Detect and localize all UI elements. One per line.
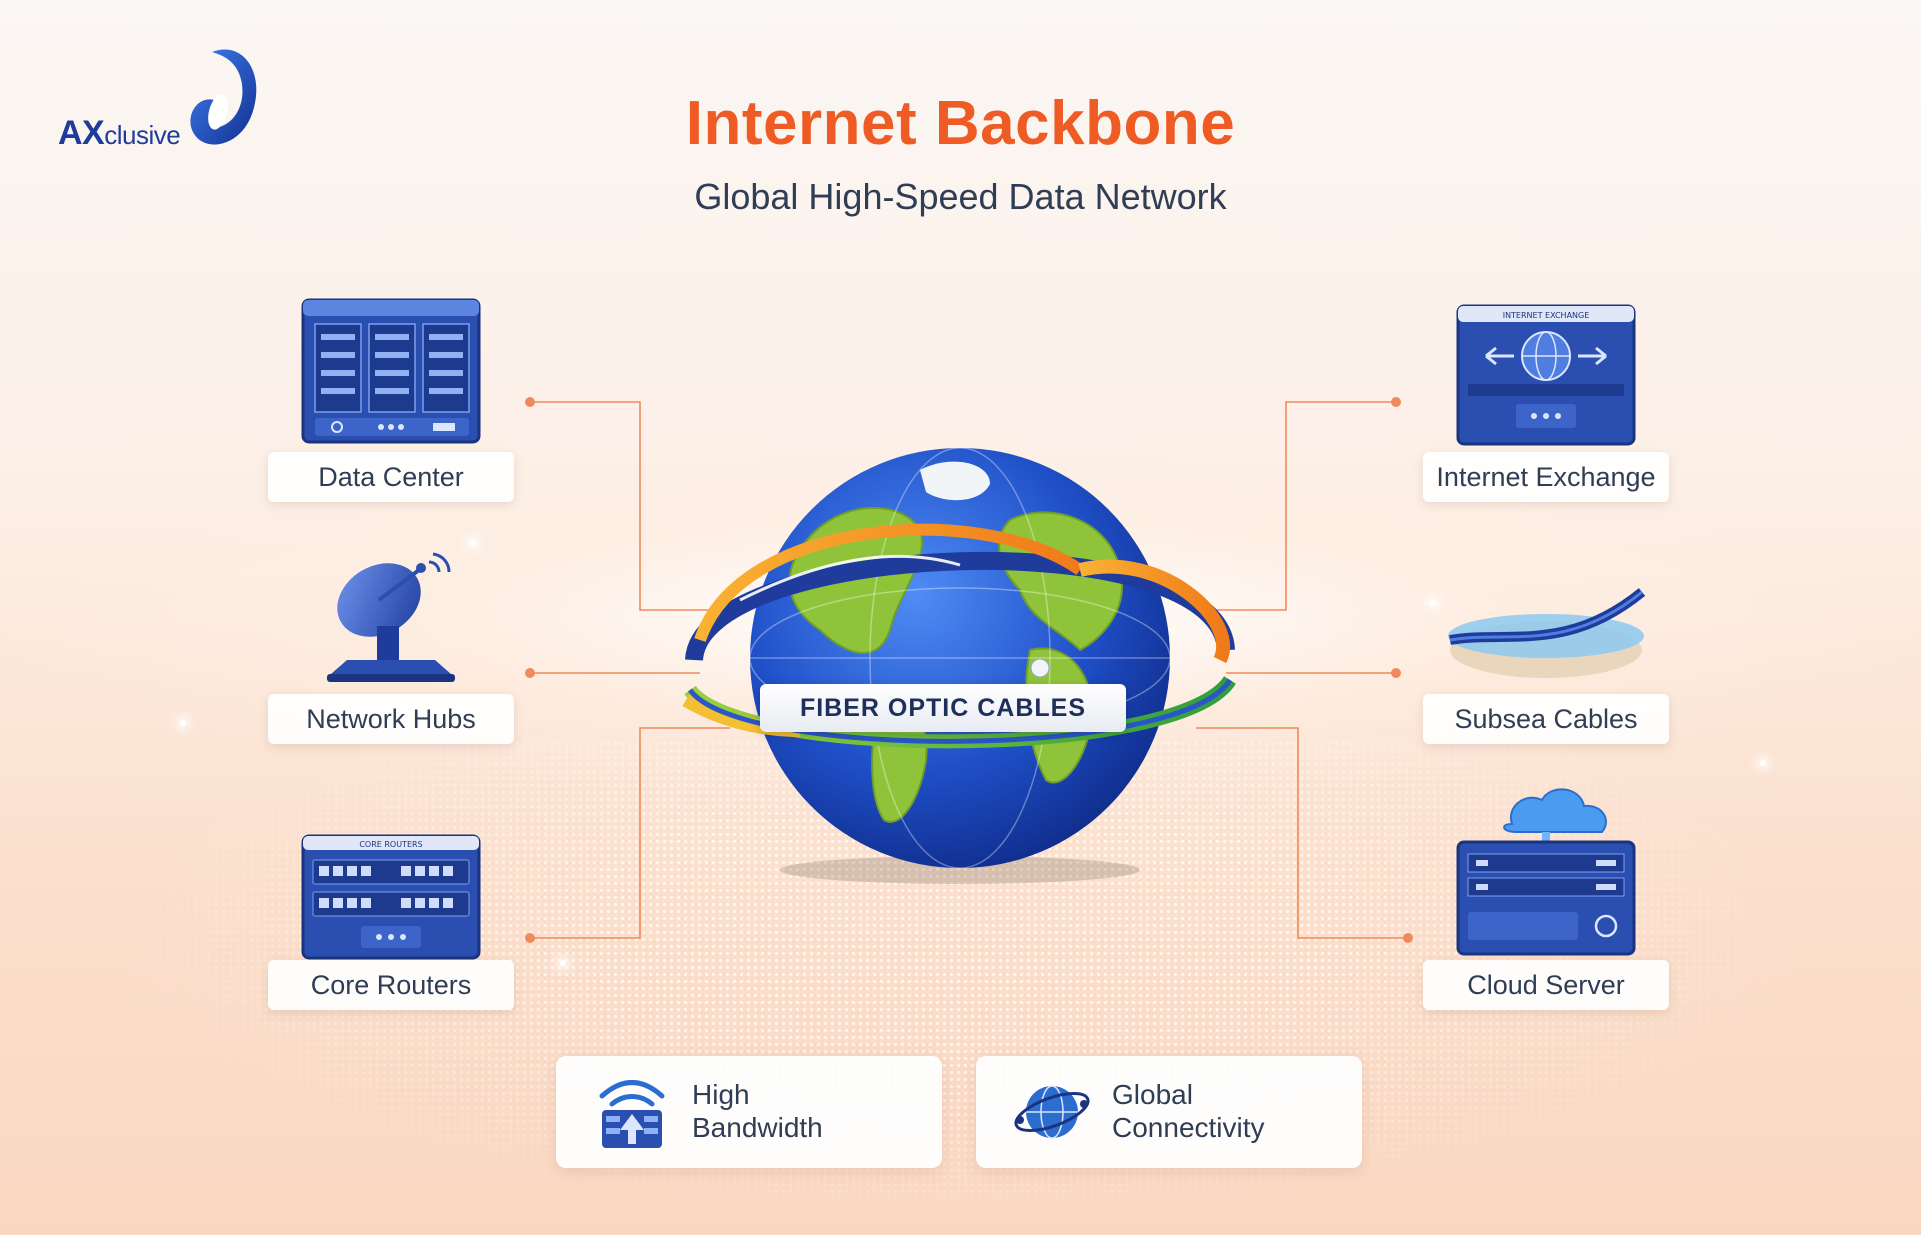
node-label: Cloud Server [1423, 960, 1669, 1010]
node-internet-exchange[interactable]: INTERNET EXCHANGE Internet Exchange [1423, 304, 1669, 504]
node-core-routers[interactable]: CORE ROUTERS Core Routers [268, 834, 514, 1012]
exchange-panel-text: INTERNET EXCHANGE [1503, 311, 1590, 320]
connector-dot [525, 668, 535, 678]
connector-internet-exchange [1196, 401, 1396, 611]
connector-dot [525, 933, 535, 943]
subsea-cable-icon [1448, 588, 1646, 688]
connector-cloud-server [1196, 727, 1408, 939]
globe-with-fiber-rings-icon [682, 447, 1236, 884]
page-title: Internet Backbone [685, 89, 1236, 158]
connector-dot [1391, 668, 1401, 678]
node-cloud-server[interactable]: Cloud Server [1423, 780, 1669, 1012]
cloud-server-icon [1456, 780, 1636, 956]
connector-core-routers [530, 727, 730, 939]
connector-data-center [530, 401, 730, 611]
connector-dot [1403, 933, 1413, 943]
router-chassis-icon: CORE ROUTERS [301, 834, 481, 960]
node-label: Core Routers [268, 960, 514, 1010]
brand-swirl-icon [190, 49, 257, 145]
page-subtitle: Global High-Speed Data Network [694, 176, 1227, 217]
node-data-center[interactable]: Data Center [268, 298, 514, 504]
exchange-device-icon: INTERNET EXCHANGE [1456, 304, 1636, 454]
router-panel-text: CORE ROUTERS [359, 840, 422, 849]
node-label: Internet Exchange [1423, 452, 1669, 502]
node-network-hubs[interactable]: Network Hubs [268, 548, 514, 746]
fiber-optic-label: FIBER OPTIC CABLES [760, 684, 1126, 732]
satellite-dish-icon [301, 548, 481, 698]
globe-connectivity-icon [1012, 1074, 1092, 1150]
node-label: Subsea Cables [1423, 694, 1669, 744]
node-label: Data Center [268, 452, 514, 502]
brand-logo[interactable]: AXclusive [58, 44, 258, 154]
sparkle [180, 720, 186, 726]
server-rack-icon [301, 298, 481, 448]
sparkle [560, 960, 566, 966]
connector-dot [525, 397, 535, 407]
node-subsea-cables[interactable]: Subsea Cables [1423, 588, 1669, 746]
brand-wordmark: AXclusive [58, 114, 181, 152]
sparkle [1430, 600, 1436, 606]
sparkle [470, 540, 476, 546]
central-globe [680, 400, 1240, 900]
connector-dot [1391, 397, 1401, 407]
sparkle [1760, 760, 1766, 766]
bandwidth-icon [592, 1074, 672, 1150]
node-label: Network Hubs [268, 694, 514, 744]
